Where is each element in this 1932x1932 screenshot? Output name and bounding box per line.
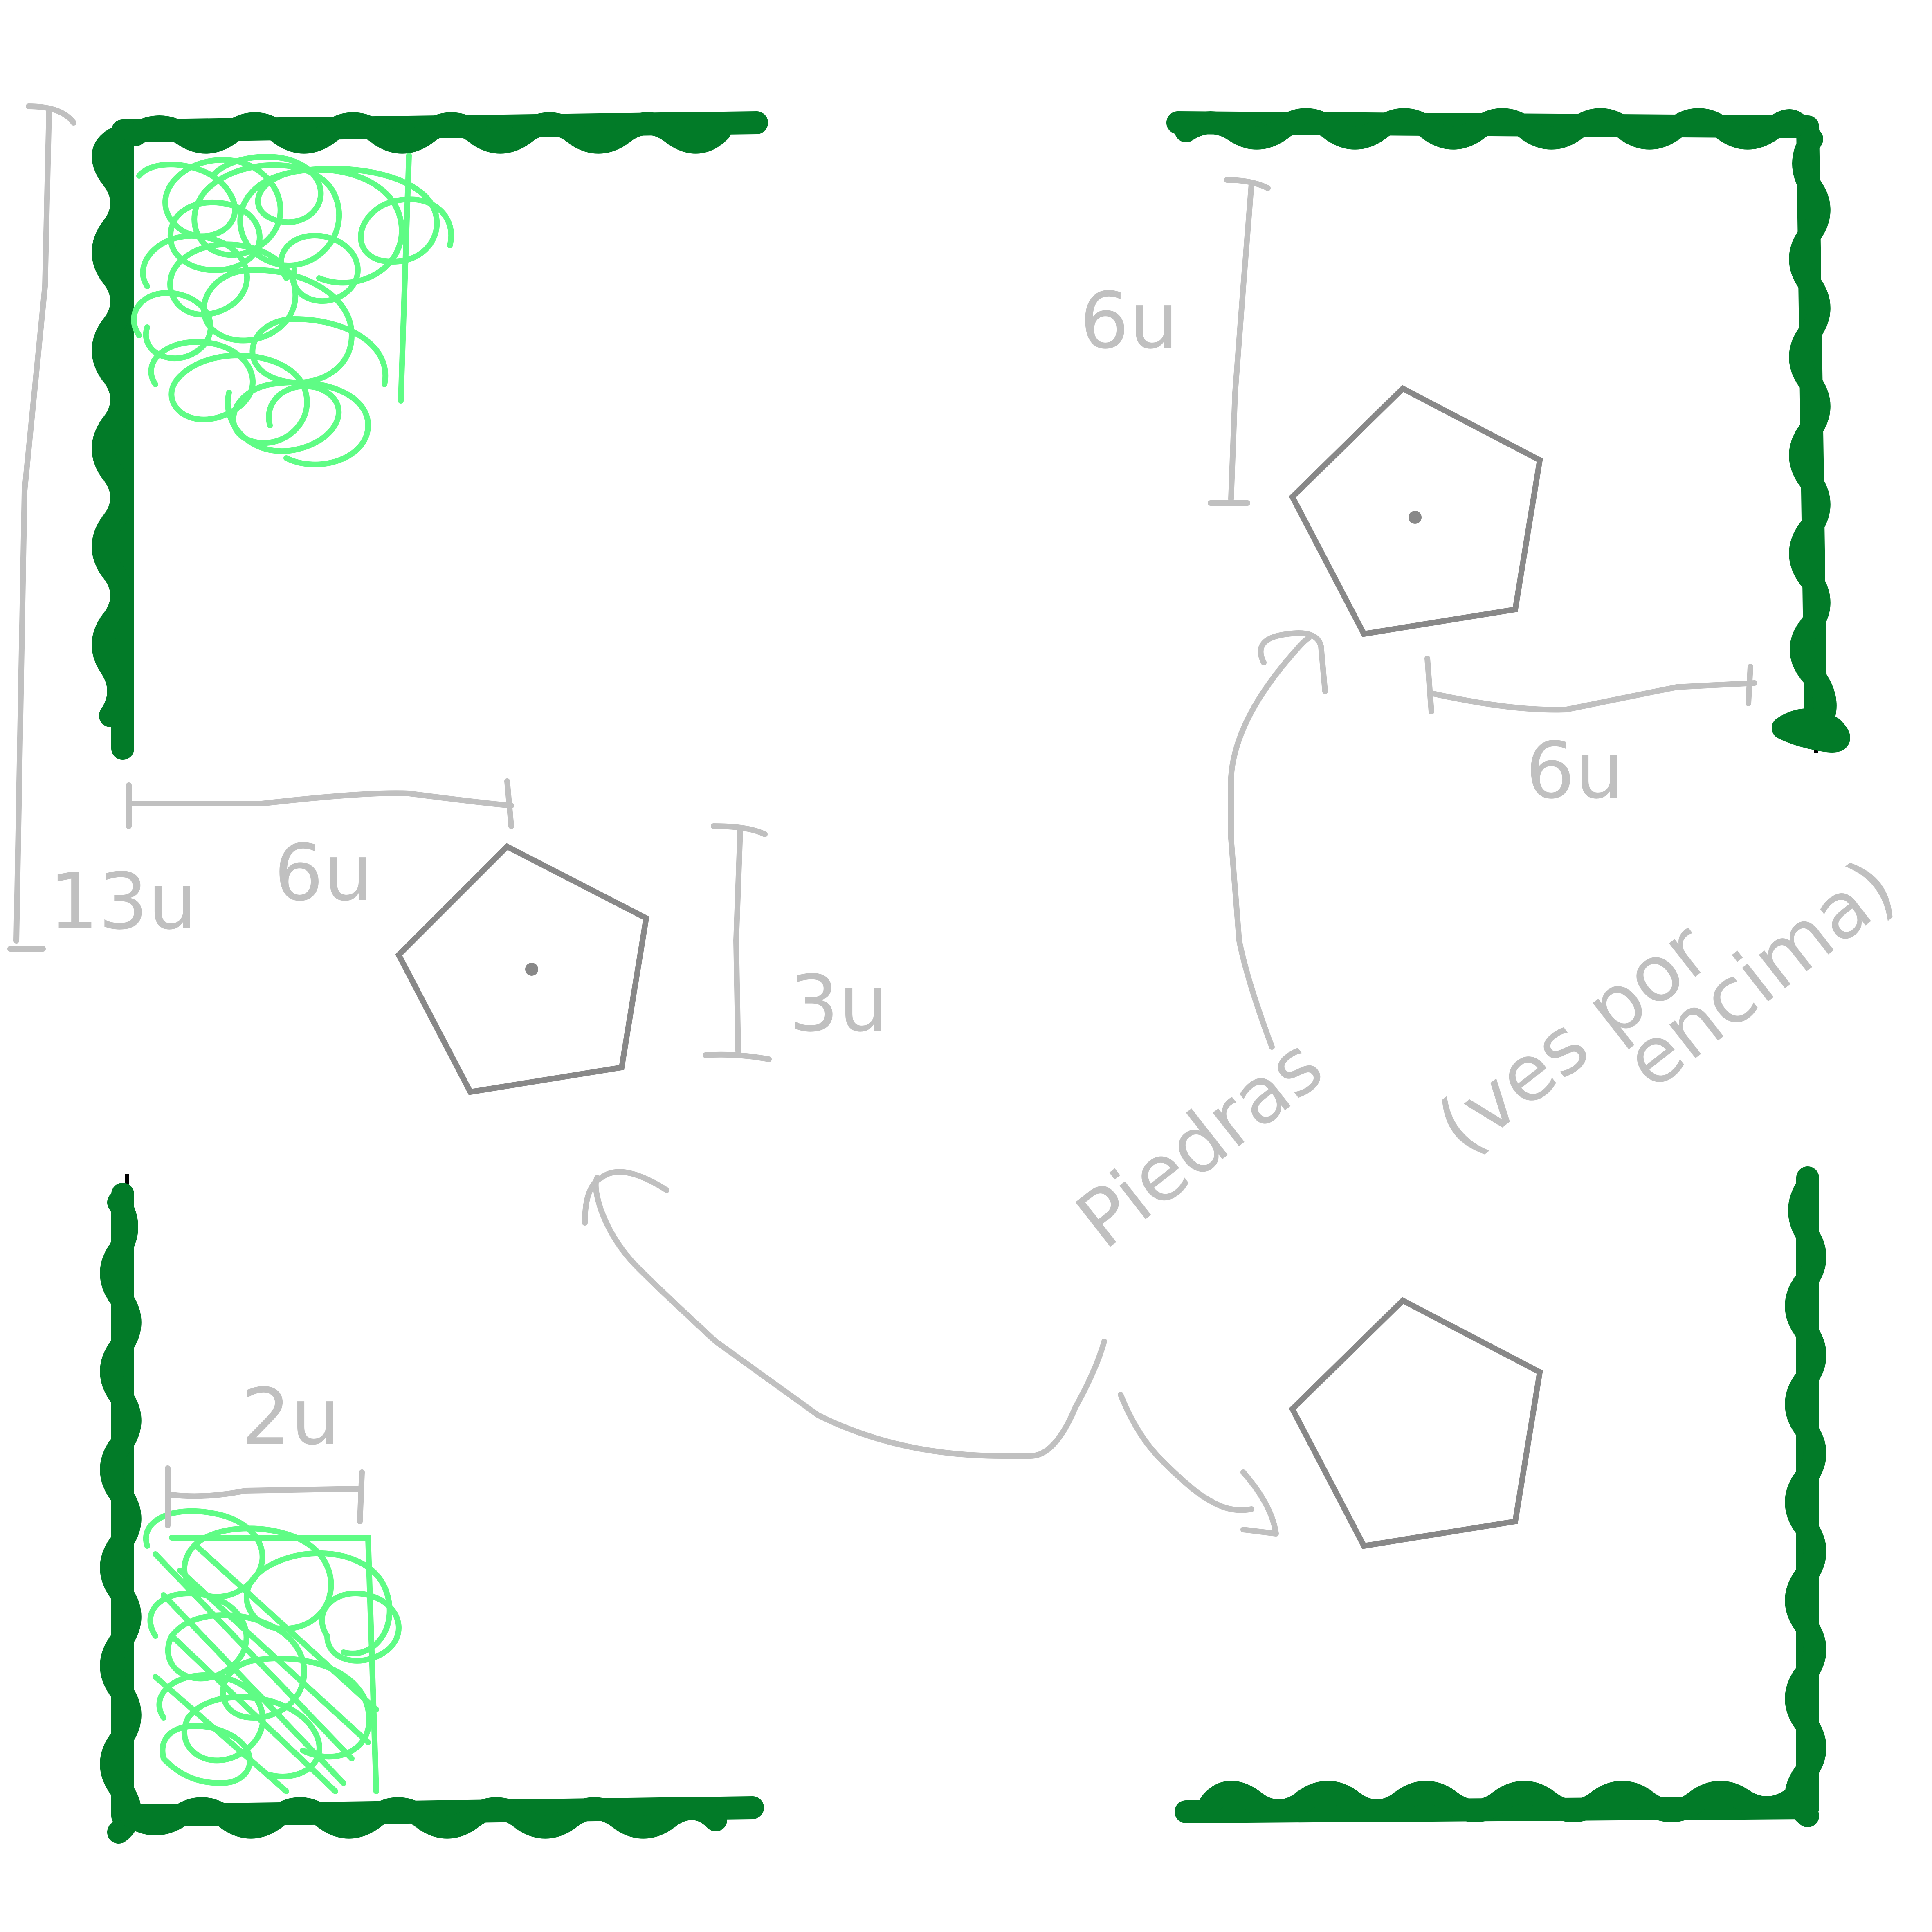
label-6u-top-right-vertical: 6u — [1080, 276, 1178, 366]
hedge-bottom-right — [1175, 1166, 1826, 1827]
arrow-to-stone-top-right — [1228, 630, 1328, 1050]
grass-patch-top-left — [131, 153, 454, 467]
stones-label: Piedras — [1060, 1020, 1339, 1266]
dimension-2u — [165, 1465, 365, 1528]
dimension-6u-left — [126, 778, 514, 829]
label-3u: 3u — [789, 959, 888, 1049]
label-6u-left: 6u — [274, 828, 373, 918]
dimension-3u — [703, 823, 772, 1062]
stone-left-center — [395, 843, 649, 1095]
dimension-6u-top-right-vertical — [1208, 177, 1271, 506]
stone-bottom-right — [1289, 1297, 1543, 1549]
arrow-to-stone-bottom-right — [1118, 1392, 1279, 1537]
hedge-top-left — [92, 111, 768, 760]
dimension-13u — [7, 103, 76, 952]
grass-patch-bottom-left — [143, 1508, 402, 1794]
hedge-bottom-left — [100, 1174, 764, 1844]
label-6u-top-right-horizontal: 6u — [1525, 726, 1624, 816]
hedge-top-right — [1166, 108, 1850, 753]
label-13u: 13u — [49, 856, 197, 947]
arrow-to-stone-left — [582, 1169, 1107, 1459]
stone-top-right — [1289, 385, 1543, 637]
label-2u: 2u — [241, 1372, 340, 1462]
dimension-6u-top-right-horizontal — [1424, 656, 1757, 714]
